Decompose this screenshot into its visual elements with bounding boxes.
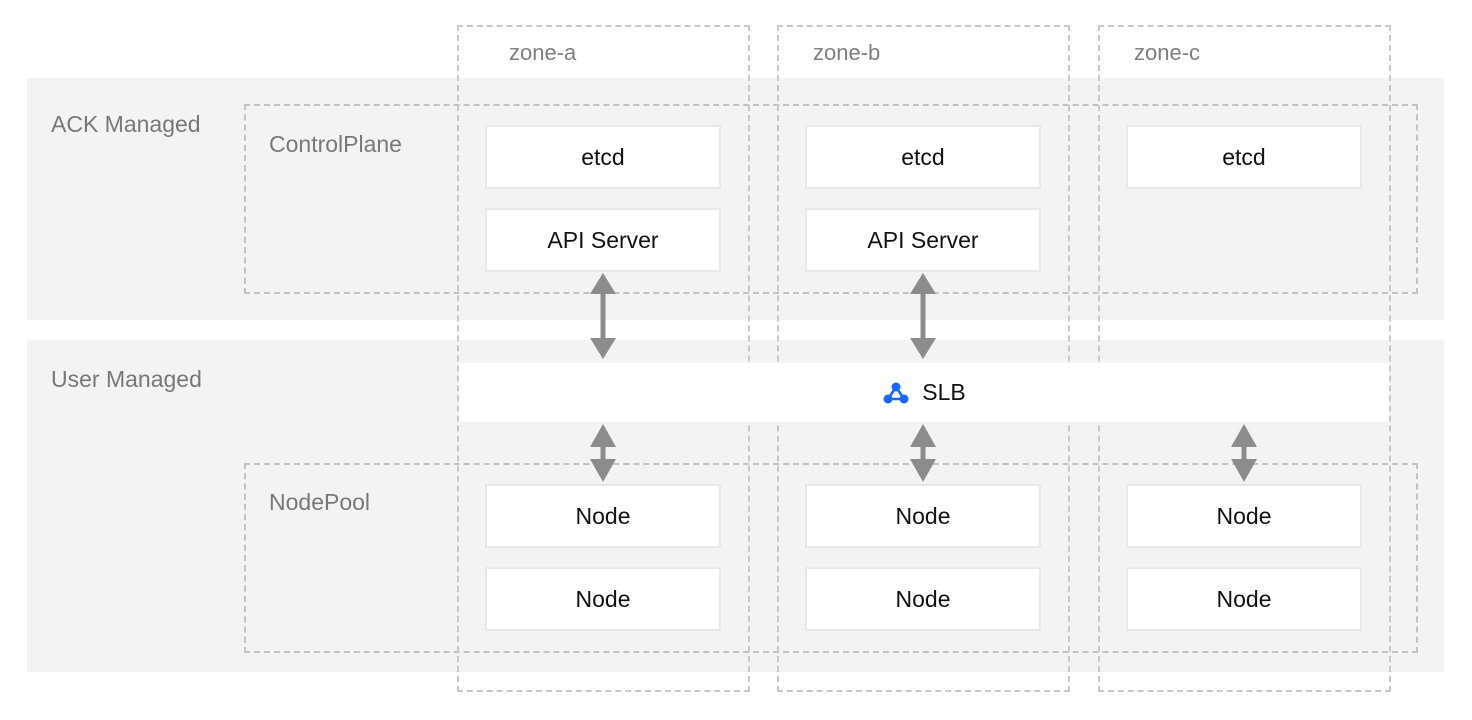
zone-c-column: [1098, 25, 1391, 692]
zone-a-column: [457, 25, 750, 692]
control-plane-label: ControlPlane: [269, 131, 402, 157]
etcd-box-zone-b: etcd: [805, 125, 1041, 189]
slb-label: SLB: [922, 379, 966, 405]
node-box-zone-a-1: Node: [485, 484, 721, 548]
arrow-zone-a-slb-node: [590, 424, 616, 482]
ack-managed-band: [27, 78, 1444, 320]
etcd-box-zone-c: etcd: [1126, 125, 1362, 189]
arrow-zone-a-api-slb: [590, 273, 616, 359]
arrow-zone-c-slb-node: [1231, 424, 1257, 482]
etcd-box-zone-a: etcd: [485, 125, 721, 189]
zone-a-label: zone-a: [509, 40, 577, 65]
user-managed-label: User Managed: [51, 366, 202, 392]
nodepool-label: NodePool: [269, 489, 371, 515]
zone-b-column: [777, 25, 1070, 692]
arrow-zone-b-api-slb: [910, 273, 936, 359]
api-server-box-zone-a: API Server: [485, 208, 721, 272]
zone-b-label: zone-b: [813, 40, 881, 65]
api-server-box-zone-b: API Server: [805, 208, 1041, 272]
slb-network-icon: [883, 382, 909, 403]
node-box-zone-b-1: Node: [805, 484, 1041, 548]
nodepool-group: [244, 463, 1418, 653]
node-box-zone-b-2: Node: [805, 567, 1041, 631]
ack-managed-label: ACK Managed: [51, 111, 201, 137]
node-box-zone-a-2: Node: [485, 567, 721, 631]
arrow-zone-b-slb-node: [910, 424, 936, 482]
node-box-zone-c-1: Node: [1126, 484, 1362, 548]
node-box-zone-c-2: Node: [1126, 567, 1362, 631]
slb-bar: SLB: [459, 363, 1389, 422]
zone-c-label: zone-c: [1134, 40, 1201, 65]
control-plane-group: [244, 104, 1418, 294]
